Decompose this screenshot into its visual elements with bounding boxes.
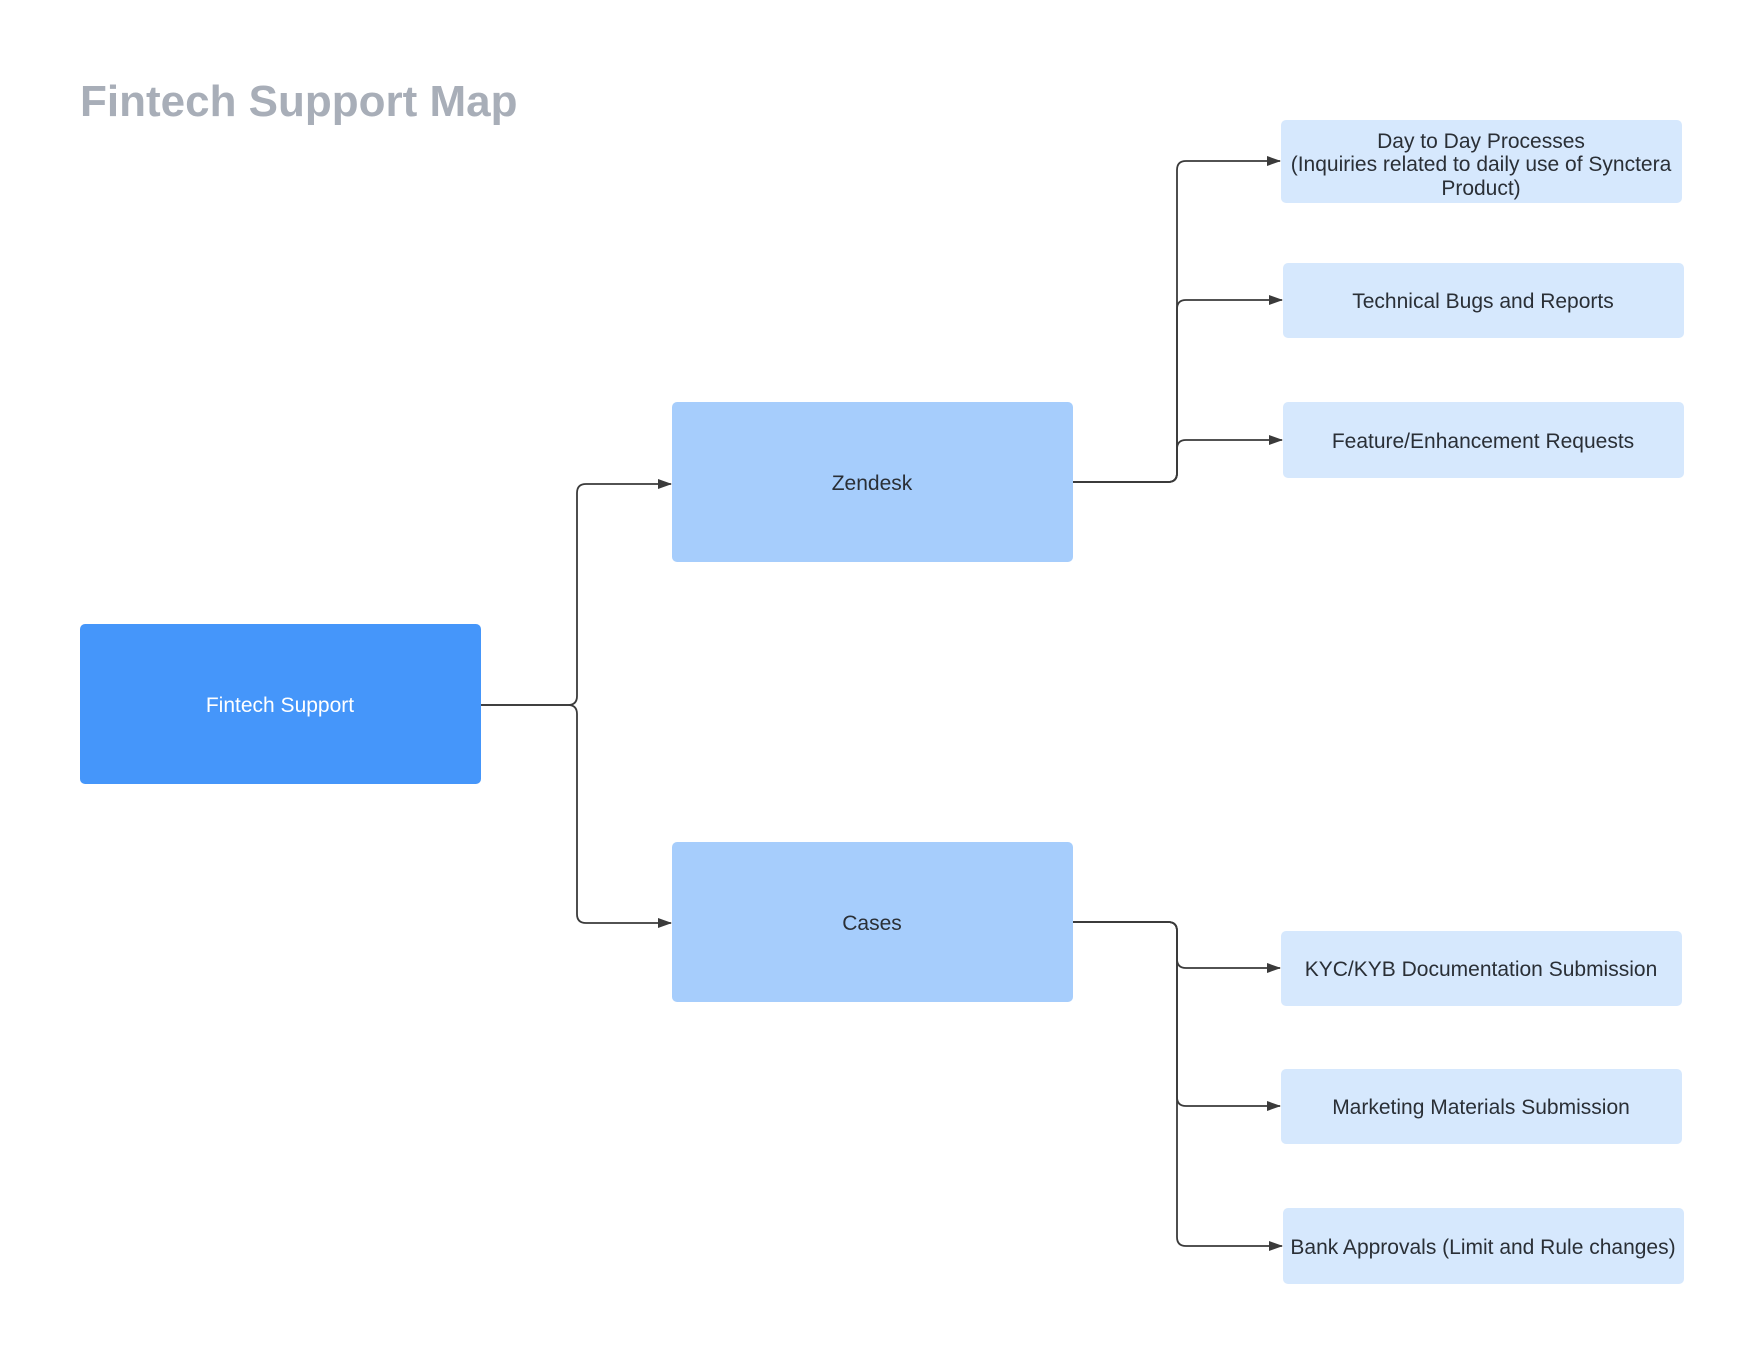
node-cases-label: Cases [842,912,902,935]
node-marketing-label: Marketing Materials Submission [1332,1096,1630,1119]
node-cases-box [672,842,1073,1002]
connector-cases-to-bank-approvals [1073,921,1283,1251]
node-fintech-support-label: Fintech Support [206,694,354,717]
node-technical-bugs-box [1283,263,1684,338]
node-kyc-kyb-box [1281,931,1682,1006]
node-technical-bugs[interactable]: Technical Bugs and Reports [1283,263,1684,338]
node-day-to-day-processes[interactable]: Day to Day Processes (Inquiries related … [1281,120,1682,203]
diagram-title: Fintech Support Map [80,77,518,126]
node-fintech-support-box [80,624,481,784]
connector-zendesk-to-feature-requests [1073,435,1283,483]
node-day-to-day-label-line1: Day to Day Processes [1377,130,1585,153]
node-marketing[interactable]: Marketing Materials Submission [1281,1069,1682,1144]
node-bank-approvals-label: Bank Approvals (Limit and Rule changes) [1290,1236,1675,1259]
node-zendesk[interactable]: Zendesk [672,402,1073,562]
node-kyc-kyb[interactable]: KYC/KYB Documentation Submission [1281,931,1682,1006]
node-day-to-day-box [1281,120,1682,203]
node-marketing-box [1281,1069,1682,1144]
node-technical-bugs-label: Technical Bugs and Reports [1352,290,1614,313]
node-zendesk-box [672,402,1073,562]
node-kyc-kyb-label: KYC/KYB Documentation Submission [1305,958,1658,981]
connector-root-to-zendesk [481,479,672,706]
node-day-to-day-label-line2: (Inquiries related to daily use of Synct… [1291,153,1672,176]
node-cases[interactable]: Cases [672,842,1073,1002]
node-bank-approvals[interactable]: Bank Approvals (Limit and Rule changes) [1283,1208,1684,1284]
node-day-to-day-label-line3: Product) [1441,177,1520,200]
node-feature-requests-box [1283,402,1684,478]
node-bank-approvals-box [1283,1208,1684,1284]
connector-root-to-cases [481,704,672,928]
node-zendesk-label: Zendesk [832,472,913,495]
node-feature-requests[interactable]: Feature/Enhancement Requests [1283,402,1684,478]
node-feature-requests-label: Feature/Enhancement Requests [1332,430,1634,453]
node-fintech-support[interactable]: Fintech Support [80,624,481,784]
